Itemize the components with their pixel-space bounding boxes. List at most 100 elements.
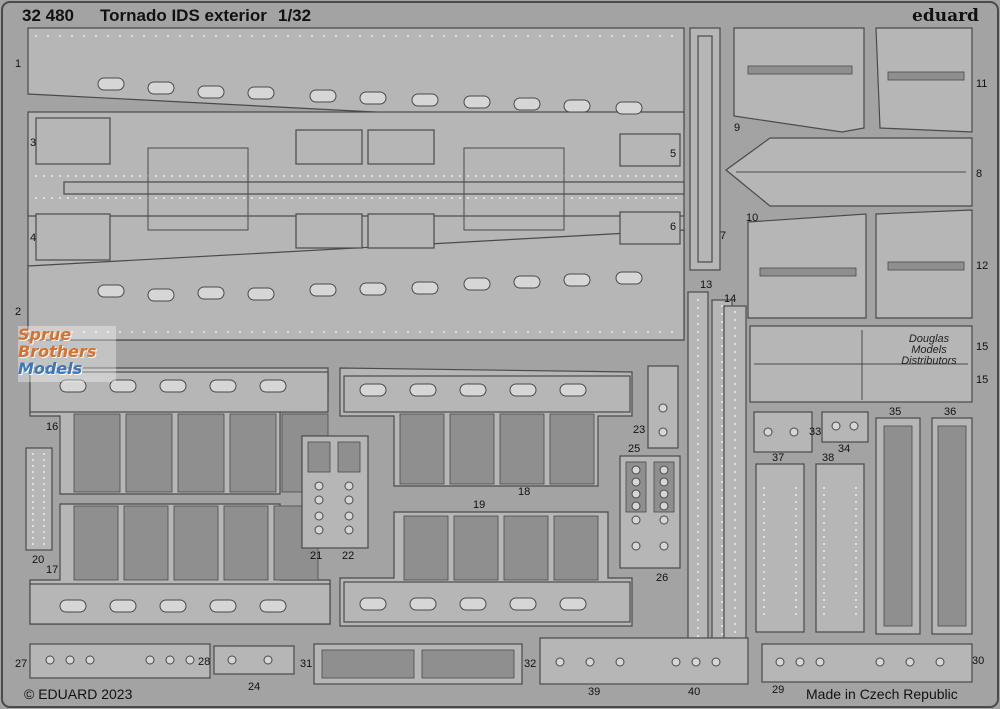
rivet xyxy=(587,331,589,333)
rivet xyxy=(203,331,205,333)
rivet xyxy=(734,471,736,473)
rivet xyxy=(697,587,699,589)
rivet xyxy=(721,585,723,587)
rivet xyxy=(734,399,736,401)
rivet xyxy=(697,611,699,613)
part-number: 22 xyxy=(342,550,355,562)
rivet xyxy=(251,331,253,333)
rivet xyxy=(32,519,34,521)
lightening-hole xyxy=(197,286,225,300)
rivet xyxy=(419,197,421,199)
ring-hole xyxy=(831,421,841,431)
rivet xyxy=(359,35,361,37)
rivet xyxy=(721,361,723,363)
rivet xyxy=(697,467,699,469)
distributor-line-1: Douglas xyxy=(908,333,950,345)
rivet xyxy=(43,531,45,533)
rivet xyxy=(763,557,765,559)
rivet xyxy=(697,387,699,389)
rivet xyxy=(855,487,857,489)
rivet xyxy=(697,379,699,381)
rivet xyxy=(531,197,533,199)
rivet xyxy=(371,175,373,177)
rivet xyxy=(734,559,736,561)
rivet xyxy=(795,585,797,587)
rivet xyxy=(171,175,173,177)
lightening-hole xyxy=(209,379,237,393)
rivet xyxy=(347,175,349,177)
rivet xyxy=(515,175,517,177)
rivet xyxy=(734,615,736,617)
rivet xyxy=(123,175,125,177)
rivet xyxy=(335,331,337,333)
rivet xyxy=(411,197,413,199)
rivet xyxy=(407,35,409,37)
rivet xyxy=(32,525,34,527)
rivet xyxy=(435,175,437,177)
part-6 xyxy=(619,211,681,245)
rivet xyxy=(539,175,541,177)
ring-hole xyxy=(691,657,701,667)
rivet xyxy=(43,175,45,177)
rivet xyxy=(275,331,277,333)
rivet xyxy=(721,609,723,611)
rivet xyxy=(697,603,699,605)
lightening-hole xyxy=(259,379,287,393)
ring-hole xyxy=(659,541,669,551)
rivet xyxy=(823,487,825,489)
rivet xyxy=(795,578,797,580)
rivet xyxy=(195,197,197,199)
rivet xyxy=(587,175,589,177)
ring-hole xyxy=(45,655,55,665)
rivet xyxy=(139,175,141,177)
ring-hole xyxy=(659,489,669,499)
rivet xyxy=(721,353,723,355)
rivet xyxy=(83,331,85,333)
rivet xyxy=(763,592,765,594)
rivet xyxy=(721,369,723,371)
rivet xyxy=(611,197,613,199)
rivet xyxy=(431,35,433,37)
ring-hole xyxy=(65,655,75,665)
rivet xyxy=(855,522,857,524)
rivet xyxy=(539,331,541,333)
etched-recess xyxy=(229,413,277,493)
rivet xyxy=(251,175,253,177)
rivet xyxy=(643,175,645,177)
rivet xyxy=(855,613,857,615)
rivet xyxy=(697,299,699,301)
lightening-hole xyxy=(259,599,287,613)
rivet xyxy=(531,175,533,177)
rivet xyxy=(95,35,97,37)
rivet xyxy=(721,633,723,635)
rivet xyxy=(419,175,421,177)
ring-hole xyxy=(658,427,668,437)
ring-hole xyxy=(659,501,669,511)
rivet xyxy=(734,535,736,537)
rivet xyxy=(697,491,699,493)
rivet xyxy=(215,35,217,37)
rivet xyxy=(763,578,765,580)
rivet xyxy=(131,35,133,37)
rivet xyxy=(32,471,34,473)
rivet xyxy=(299,331,301,333)
part-number: 20 xyxy=(32,554,45,566)
rivet xyxy=(734,623,736,625)
rivet xyxy=(32,483,34,485)
part-14 xyxy=(723,305,747,677)
watermark-line-3: Models xyxy=(18,359,83,378)
rivet xyxy=(823,564,825,566)
rivet xyxy=(697,395,699,397)
rivet xyxy=(32,465,34,467)
part-number: 33 xyxy=(809,426,822,438)
etched-recess xyxy=(625,461,647,513)
rivet xyxy=(191,331,193,333)
lightening-hole xyxy=(159,599,187,613)
rivet xyxy=(263,35,265,37)
rivet xyxy=(211,197,213,199)
rivet xyxy=(721,393,723,395)
rivet xyxy=(721,449,723,451)
rivet xyxy=(32,537,34,539)
rivet xyxy=(571,197,573,199)
etched-recess xyxy=(73,413,121,493)
